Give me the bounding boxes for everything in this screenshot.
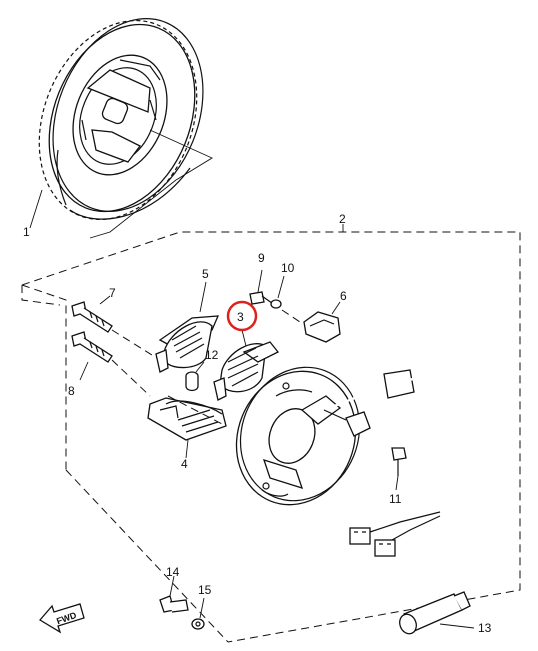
fwd-arrow-icon: FWD (39, 603, 85, 634)
wiring-harness (323, 369, 484, 557)
part-label-11: 11 (389, 492, 402, 506)
coil-3 (213, 329, 280, 401)
spacer-12 (185, 361, 205, 392)
part-label-7: 7 (109, 286, 116, 300)
part-label-15: 15 (198, 583, 212, 597)
part-label-4: 4 (181, 457, 188, 471)
highlight-circle (226, 300, 258, 332)
screw-7 (71, 295, 113, 333)
part-label-5: 5 (202, 267, 209, 281)
coil-5 (155, 281, 220, 373)
tool-13 (399, 591, 475, 635)
part-label-9: 9 (258, 251, 265, 265)
screw-11 (391, 447, 407, 491)
part-label-10: 10 (281, 261, 295, 275)
part-label-12: 12 (205, 348, 219, 362)
part-label-14: 14 (166, 565, 180, 579)
bolt-14 (159, 575, 189, 613)
part-label-2: 2 (339, 212, 346, 226)
pickup-coil-4 (147, 397, 227, 459)
part-label-13: 13 (478, 621, 492, 635)
flywheel-rotor (38, 18, 204, 221)
part-label-8: 8 (68, 384, 75, 398)
washer-10 (270, 275, 285, 309)
stator-plate (235, 366, 361, 506)
part-label-1: 1 (23, 225, 30, 239)
part-label-3: 3 (237, 310, 244, 324)
washer-15 (191, 597, 205, 630)
part-label-6: 6 (340, 289, 347, 303)
screw-9 (249, 269, 277, 307)
screw-8 (71, 331, 113, 381)
connector-6 (281, 301, 341, 343)
